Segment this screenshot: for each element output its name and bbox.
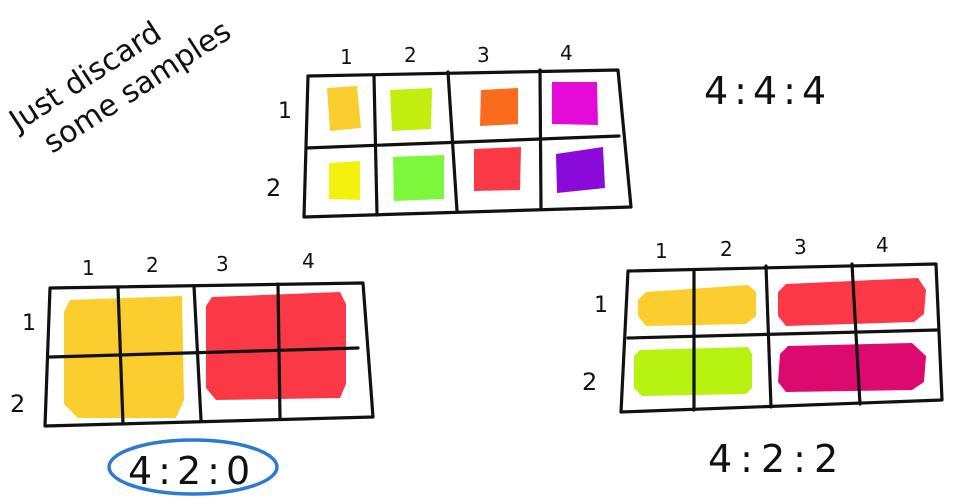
grid-col-divider-1 [116,286,125,426]
row-label-1: 1 [22,311,36,336]
col-label-4: 4 [876,233,889,257]
sample-r1-c1 [327,86,361,131]
col-label-1: 1 [655,239,668,263]
col-label-3: 3 [477,43,490,67]
grid-col-divider-2 [446,70,459,213]
grid-outline [43,281,375,428]
grid-row-divider [48,346,360,359]
row-label-2: 2 [266,174,281,202]
grid-col-divider-3 [538,68,543,211]
grid-col-divider-2 [192,284,203,422]
grid-col-divider-3 [850,262,862,406]
block-r1-right [778,278,926,326]
col-label-1: 1 [340,45,353,69]
sample-r2-c3 [474,147,521,191]
row-label-2: 2 [10,390,25,418]
handwritten-note: Just discard some samples [2,14,238,161]
grid-col-divider-2 [764,264,773,409]
row-label-2: 2 [582,368,597,396]
col-label-2: 2 [146,253,159,277]
col-label-3: 3 [216,252,229,276]
col-label-4: 4 [302,249,315,273]
block-right [206,292,346,400]
grid-row-divider [626,328,939,340]
col-label-2: 2 [404,43,417,67]
block-r2-right [778,343,926,392]
col-label-4: 4 [560,41,573,65]
sample-r1-c3 [480,88,518,126]
diagram-422: 1 2 3 4 1 2 4:2:2 [582,233,944,481]
sample-r1-c4 [552,82,598,125]
row-label-1: 1 [594,293,608,318]
grid-outline [302,68,633,219]
grid-row-divider [304,134,621,150]
col-label-1: 1 [82,256,95,280]
format-label-420: 4:2:0 [128,449,256,493]
sample-r2-c2 [393,155,444,201]
block-r1-left [638,285,756,326]
grid-outline [619,262,944,414]
col-label-2: 2 [720,237,733,261]
diagram-444: 1 2 3 4 1 2 4:4:4 [266,41,832,219]
grid-col-divider-1 [372,74,379,217]
col-label-3: 3 [794,235,807,259]
diagram-420: 1 2 3 4 1 2 4:2:0 [10,249,375,496]
row-label-1: 1 [278,99,292,124]
sample-r2-c1 [329,161,360,200]
format-label-444: 4:4:4 [704,69,832,113]
grid-col-divider-3 [276,282,282,420]
highlight-ring [107,438,279,496]
sample-r2-c4 [556,147,605,193]
format-label-422: 4:2:2 [708,437,846,481]
sample-r1-c2 [390,88,432,131]
block-left [64,296,184,418]
